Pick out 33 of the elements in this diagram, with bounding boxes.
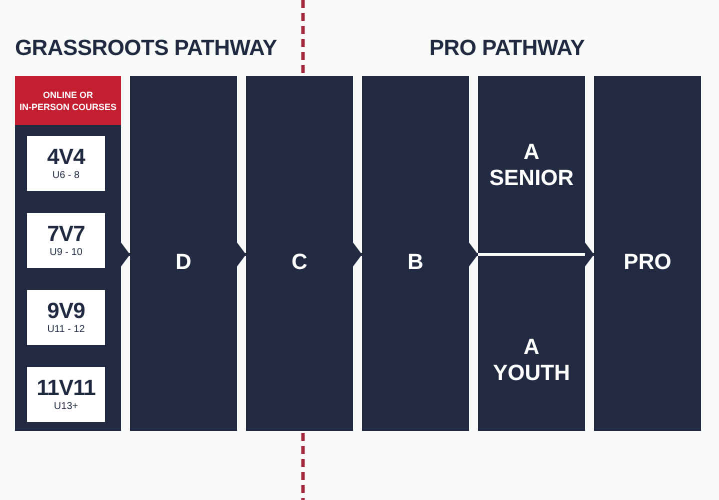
level-panel	[478, 76, 585, 253]
level-label: PRO	[624, 248, 672, 274]
section-heading: PRO PATHWAY	[429, 35, 585, 61]
age-group-label: U11 - 12	[47, 324, 85, 336]
level-column	[246, 76, 353, 431]
level-label: C	[292, 248, 308, 274]
level-column	[594, 76, 701, 431]
level-label: D	[176, 248, 192, 274]
level-column	[362, 76, 469, 431]
format-label: 7V7	[47, 222, 85, 245]
format-card	[27, 367, 105, 422]
courses-banner: ONLINE OR IN-PERSON COURSES	[15, 76, 121, 125]
level-label: B	[408, 248, 424, 274]
level-label: A SENIOR	[489, 138, 574, 190]
format-label: 9V9	[47, 299, 85, 322]
chevron-arrow	[353, 242, 362, 266]
chevron-arrow	[237, 242, 246, 266]
chevron-arrow	[469, 242, 478, 266]
chevron-arrow	[121, 242, 130, 266]
level-panel	[478, 256, 585, 431]
pathway-column	[15, 76, 121, 431]
section-heading: GRASSROOTS PATHWAY	[15, 35, 277, 61]
level-label: A YOUTH	[493, 334, 570, 386]
format-label: 11V11	[36, 376, 96, 399]
level-column	[130, 76, 237, 431]
format-card	[27, 213, 105, 268]
age-group-label: U6 - 8	[52, 170, 80, 182]
format-card	[27, 290, 105, 345]
age-group-label: U9 - 10	[50, 247, 82, 259]
format-card	[27, 136, 105, 191]
chevron-arrow	[585, 242, 594, 266]
format-label: 4V4	[47, 145, 85, 168]
age-group-label: U13+	[54, 401, 78, 413]
